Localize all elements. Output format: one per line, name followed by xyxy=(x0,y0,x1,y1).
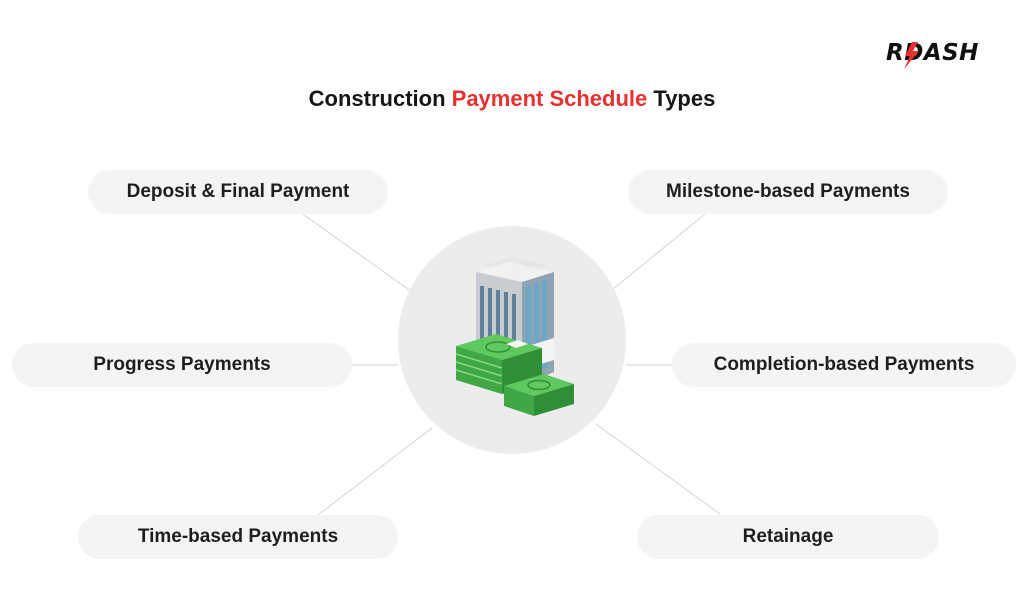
pill-retainage: Retainage xyxy=(637,515,939,559)
rdash-logo: RDASH xyxy=(886,40,996,70)
title-highlight: Payment Schedule xyxy=(451,86,648,111)
title-suffix: Types xyxy=(647,86,716,111)
pill-label: Milestone-based Payments xyxy=(666,181,910,202)
pill-label: Deposit & Final Payment xyxy=(126,181,350,202)
pill-label: Retainage xyxy=(742,526,834,547)
page-title: Construction Payment Schedule Types xyxy=(0,86,1024,112)
pill-milestone-based-payments: Milestone-based Payments xyxy=(628,170,948,214)
logo-text: RDASH xyxy=(886,40,979,66)
pill-label: Time-based Payments xyxy=(137,526,339,547)
pill-time-based-payments: Time-based Payments xyxy=(78,515,398,559)
logo-bolt-icon xyxy=(904,42,919,69)
connector-time xyxy=(317,427,433,516)
title-prefix: Construction xyxy=(308,86,452,111)
pill-deposit-final-payment: Deposit & Final Payment xyxy=(88,170,388,214)
connector-milestone xyxy=(611,213,706,291)
pill-completion-based-payments: Completion-based Payments xyxy=(672,343,1016,387)
pill-label: Progress Payments xyxy=(93,354,271,375)
pill-progress-payments: Progress Payments xyxy=(12,343,352,387)
connector-deposit xyxy=(299,211,413,293)
pill-label: Completion-based Payments xyxy=(713,354,975,375)
building-with-money-icon xyxy=(455,256,574,416)
connector-retainage xyxy=(595,423,721,515)
